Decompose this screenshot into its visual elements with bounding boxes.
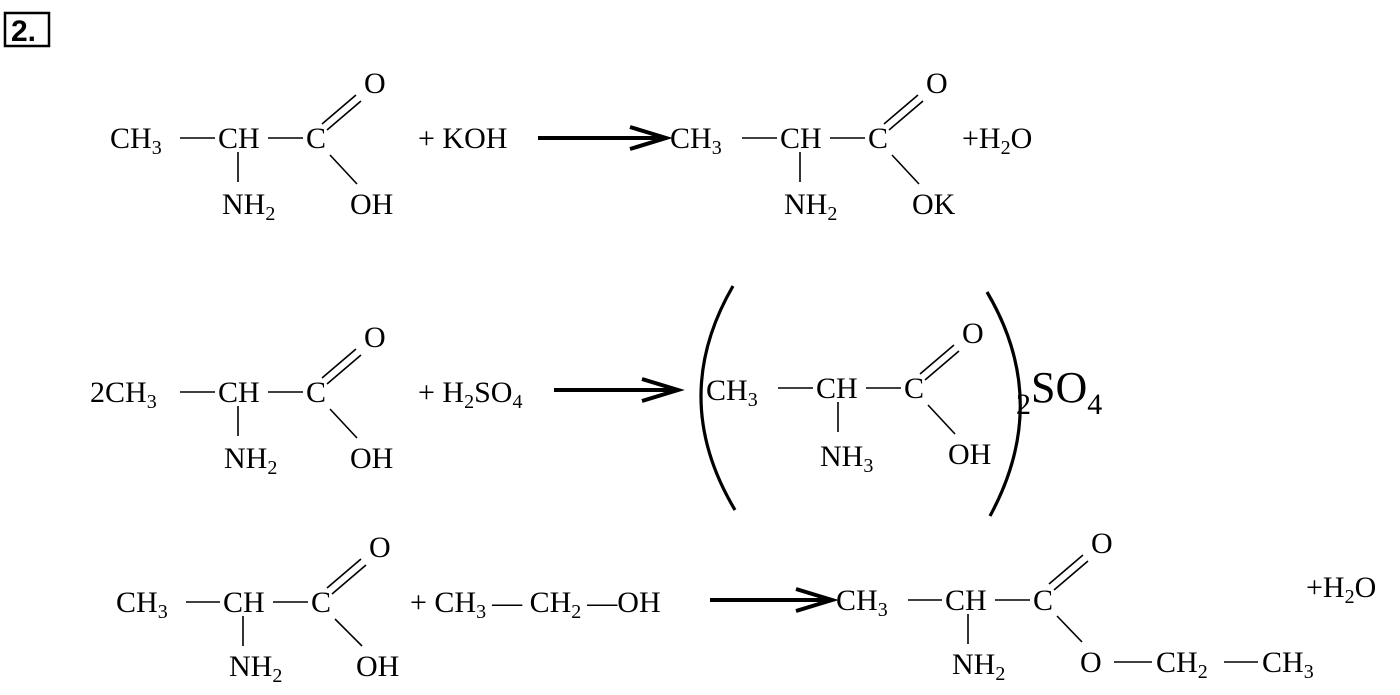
bond: [329, 154, 358, 185]
double-bond: [924, 350, 960, 381]
bond: [927, 404, 956, 435]
problem-number: 2.: [11, 15, 36, 48]
reaction-2-product: CH3 CH C O OH NH3 2SO4: [699, 285, 1102, 517]
double-bond: [888, 100, 924, 131]
ester-oxygen: O: [1080, 646, 1102, 679]
bond: [1056, 615, 1083, 643]
double-bond: [321, 94, 357, 125]
reaction-arrow: [538, 125, 673, 151]
ammonium-group: NH3: [820, 440, 873, 477]
reaction-1-reactant: CH3 CH C O OH NH2: [110, 67, 393, 225]
amino-group: NH2: [222, 188, 275, 225]
bond: [329, 408, 358, 439]
reagent-ethanol: + CH3— CH2—OH: [410, 586, 661, 623]
right-bracket: [985, 291, 1022, 517]
hydroxyl-group: OH: [948, 438, 991, 471]
alpha-carbon: CH: [218, 122, 260, 155]
carboxyl-carbon: C: [868, 122, 888, 155]
reaction-1-product: CH3 CH C O OK NH2: [670, 67, 956, 225]
double-bond: [321, 348, 357, 379]
carboxyl-carbon: C: [311, 586, 331, 619]
left-bracket: [699, 285, 737, 511]
reaction-2-reactant: 2CH3 CH C O OH NH2: [90, 321, 393, 479]
methyl-group: CH3: [116, 586, 168, 623]
alpha-carbon: CH: [945, 584, 987, 617]
reaction-arrow: [710, 587, 839, 613]
potassium-salt-group: OK: [912, 188, 956, 221]
reaction-2: 2CH3 CH C O OH NH2 + H2SO4 CH3 CH C: [90, 285, 1102, 517]
double-bond: [331, 564, 367, 595]
bond: [334, 618, 363, 647]
amino-group: NH2: [952, 648, 1005, 685]
water-byproduct: +H2O: [1306, 571, 1376, 608]
bond: [891, 154, 920, 185]
hydroxyl-group: OH: [356, 650, 399, 683]
double-bond: [326, 558, 362, 589]
carboxyl-carbon: C: [306, 376, 326, 409]
double-bond: [919, 344, 955, 375]
alpha-carbon: CH: [816, 372, 858, 405]
methyl-group: CH3: [110, 122, 162, 159]
methyl-group: CH3: [706, 374, 758, 411]
double-bond: [1053, 560, 1089, 591]
problem-number-box: [3, 11, 51, 48]
carboxyl-carbon: C: [904, 372, 924, 405]
amino-group: NH2: [224, 442, 277, 479]
double-bond: [883, 94, 919, 125]
amino-group: NH2: [229, 650, 282, 687]
methyl-group: CH3: [836, 584, 888, 621]
reaction-3-reactant: CH3 CH C O OH NH2: [116, 531, 399, 687]
methyl-group: CH3: [670, 122, 722, 159]
carbonyl-oxygen: O: [364, 67, 386, 100]
carbonyl-oxygen: O: [369, 531, 391, 564]
water-byproduct: +H2O: [962, 122, 1032, 159]
reaction-3-product: CH3 CH C O O CH2 CH3 NH2: [836, 527, 1314, 685]
ethyl-ch3: CH3: [1262, 646, 1314, 683]
double-bond: [1048, 554, 1084, 585]
sulfate-anion: 2SO4: [1016, 363, 1102, 421]
reaction-3: CH3 CH C O OH NH2 + CH3— CH2—OH CH3 CH C: [116, 527, 1376, 687]
carboxyl-carbon: C: [1033, 584, 1053, 617]
amino-group: NH2: [784, 188, 837, 225]
alpha-carbon: CH: [780, 122, 822, 155]
alpha-carbon: CH: [218, 376, 260, 409]
alpha-carbon: CH: [223, 586, 265, 619]
reagent-koh: + KOH: [418, 122, 507, 155]
carboxyl-carbon: C: [306, 122, 326, 155]
carbonyl-oxygen: O: [926, 67, 948, 100]
carbonyl-oxygen: O: [962, 317, 984, 350]
carbonyl-oxygen: O: [364, 321, 386, 354]
hydroxyl-group: OH: [350, 188, 393, 221]
methyl-group: 2CH3: [90, 376, 157, 413]
double-bond: [326, 100, 362, 131]
double-bond: [326, 354, 362, 385]
hydroxyl-group: OH: [350, 442, 393, 475]
reagent-sulfuric-acid: + H2SO4: [418, 376, 522, 413]
ethyl-ch2: CH2: [1156, 646, 1208, 683]
carbonyl-oxygen: O: [1091, 527, 1113, 560]
reaction-arrow: [554, 377, 685, 403]
reaction-1: CH3 CH C O OH NH2 + KOH CH3 CH C: [110, 67, 1032, 225]
